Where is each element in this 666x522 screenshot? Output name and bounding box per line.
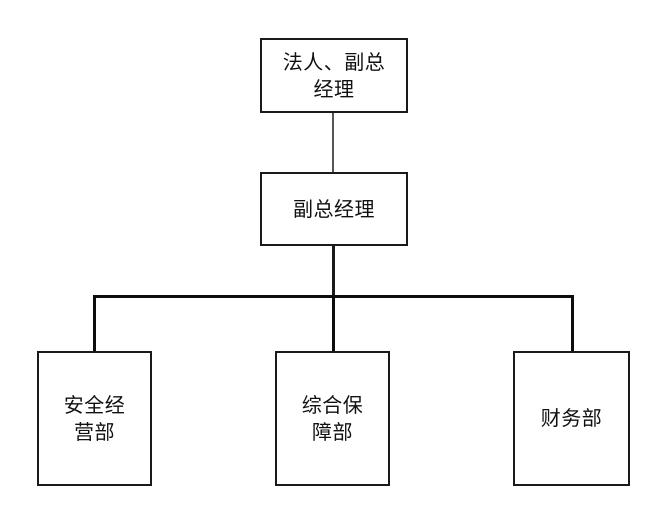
node-deputy-general-manager[interactable]: 副总经理	[260, 172, 408, 246]
node-label: 安全经 营部	[63, 393, 126, 444]
node-department-comprehensive-support[interactable]: 综合保 障部	[275, 351, 390, 486]
connector-drop-department-3	[571, 296, 574, 351]
node-label: 法人、副总 经理	[282, 50, 386, 101]
node-label: 财务部	[540, 406, 603, 431]
node-label: 综合保 障部	[301, 393, 364, 444]
node-legal-representative-deputy-gm[interactable]: 法人、副总 经理	[260, 38, 408, 113]
connector-root-to-deputy	[332, 113, 334, 172]
node-department-safety-operations[interactable]: 安全经 营部	[37, 351, 152, 486]
node-department-finance[interactable]: 财务部	[513, 351, 630, 486]
connector-drop-department-1	[93, 296, 96, 351]
connector-drop-department-2	[332, 296, 335, 351]
node-label: 副总经理	[293, 196, 375, 221]
connector-deputy-to-bus	[332, 246, 335, 298]
